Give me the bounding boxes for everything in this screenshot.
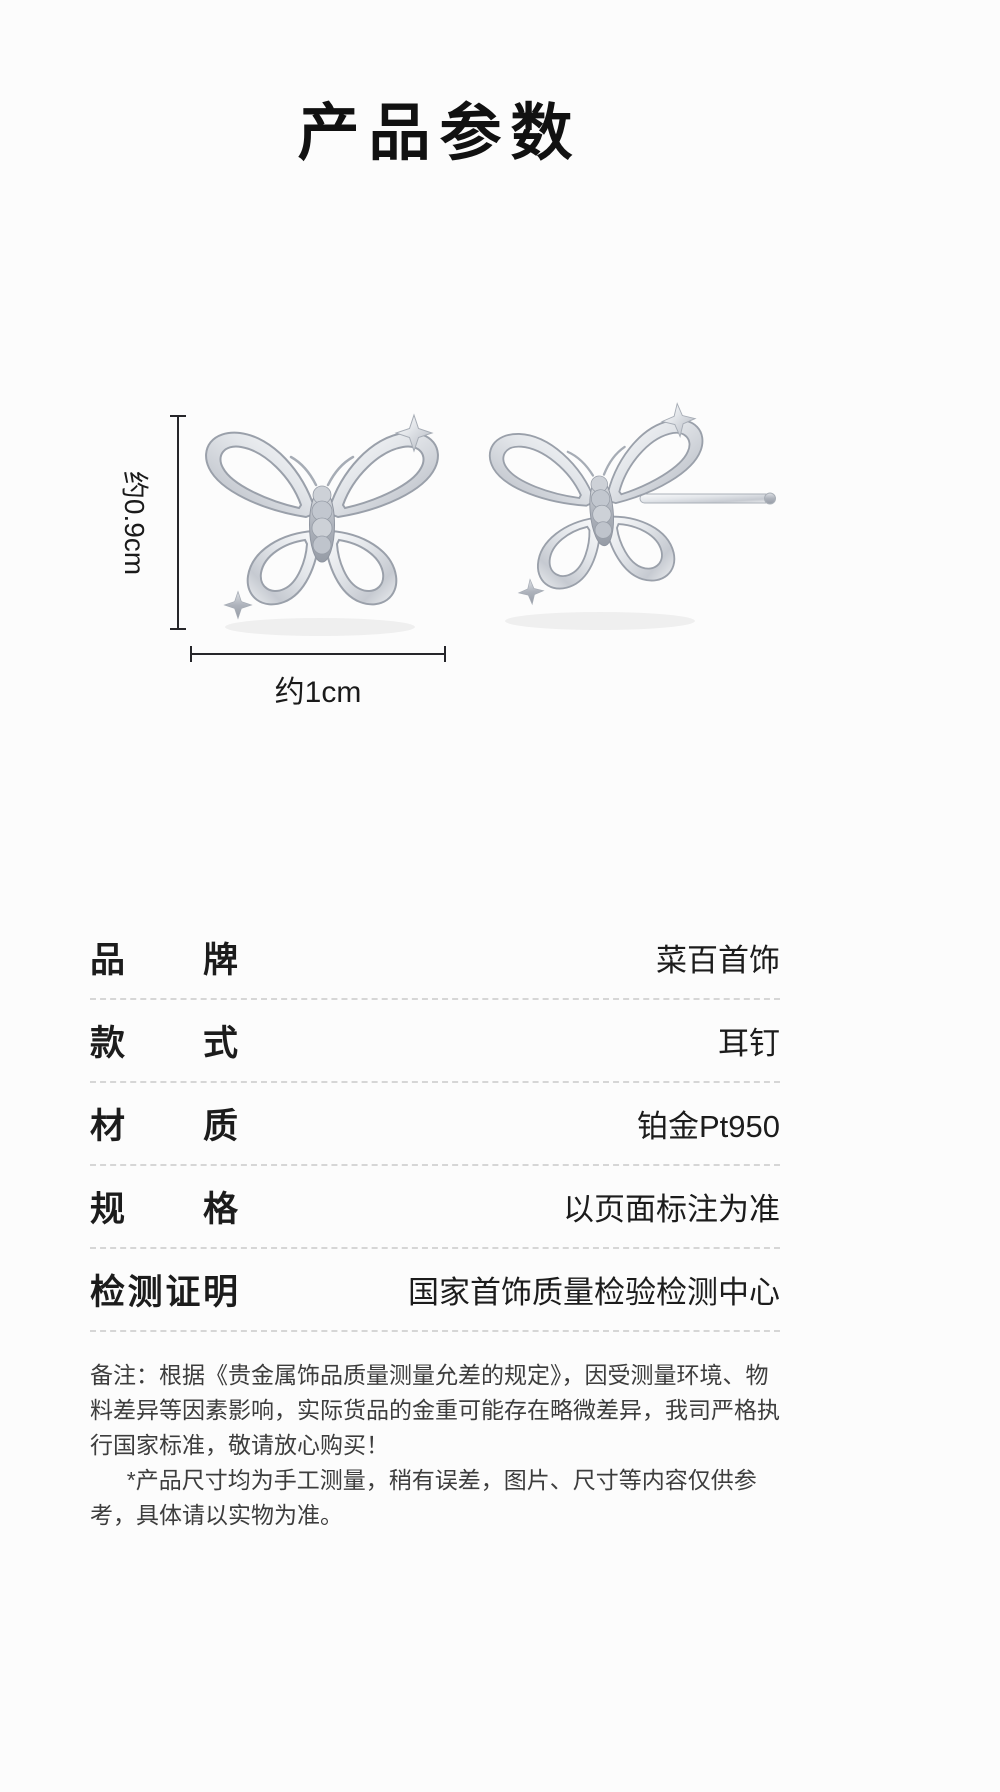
note-remark: 备注：根据《贵金属饰品质量测量允差的规定》，因受测量环境、物料差异等因素影响，实… — [90, 1362, 780, 1458]
spec-row-material: 材质 铂金Pt950 — [90, 1083, 780, 1166]
spec-label-certificate: 检测证明 — [90, 1273, 238, 1312]
spec-row-style: 款式 耳钉 — [90, 1000, 780, 1083]
spec-value-specification: 以页面标注为准 — [563, 1192, 780, 1227]
earring-post — [639, 493, 771, 504]
spec-row-brand: 品牌 菜百首饰 — [90, 917, 780, 1000]
spec-label-style: 款式 — [90, 1024, 238, 1063]
spec-row-specification: 规格 以页面标注为准 — [90, 1166, 780, 1249]
notes: 备注：根据《贵金属饰品质量测量允差的规定》，因受测量环境、物料差异等因素影响，实… — [90, 1358, 782, 1533]
spec-label-specification: 规格 — [90, 1190, 238, 1229]
page-title: 产品参数 — [297, 99, 582, 168]
spec-label-material: 材质 — [90, 1107, 238, 1146]
product-photo-butterfly-earrings — [204, 400, 776, 636]
height-dimension-line — [170, 415, 186, 630]
width-dimension-line — [190, 646, 446, 662]
width-dimension-label: 约1cm — [274, 676, 362, 709]
right-earring — [485, 400, 717, 608]
spec-value-style: 耳钉 — [718, 1026, 780, 1061]
left-earring — [204, 413, 440, 620]
spec-table: 品牌 菜百首饰 款式 耳钉 材质 铂金Pt950 规格 以页面标注为准 检测证明… — [90, 917, 780, 1332]
spec-value-brand: 菜百首饰 — [656, 943, 780, 978]
height-dimension-label: 约0.9cm — [119, 470, 150, 576]
spec-value-material: 铂金Pt950 — [636, 1109, 780, 1144]
spec-row-certificate: 检测证明 国家首饰质量检验检测中心 — [90, 1249, 780, 1332]
note-disclaimer: *产品尺寸均为手工测量，稍有误差，图片、尺寸等内容仅供参考，具体请以实物为准。 — [90, 1467, 757, 1528]
product-figure: 约0.9cm 约1cm — [0, 395, 1000, 725]
spec-label-brand: 品牌 — [90, 941, 238, 980]
spec-value-certificate: 国家首饰质量检验检测中心 — [408, 1275, 780, 1310]
